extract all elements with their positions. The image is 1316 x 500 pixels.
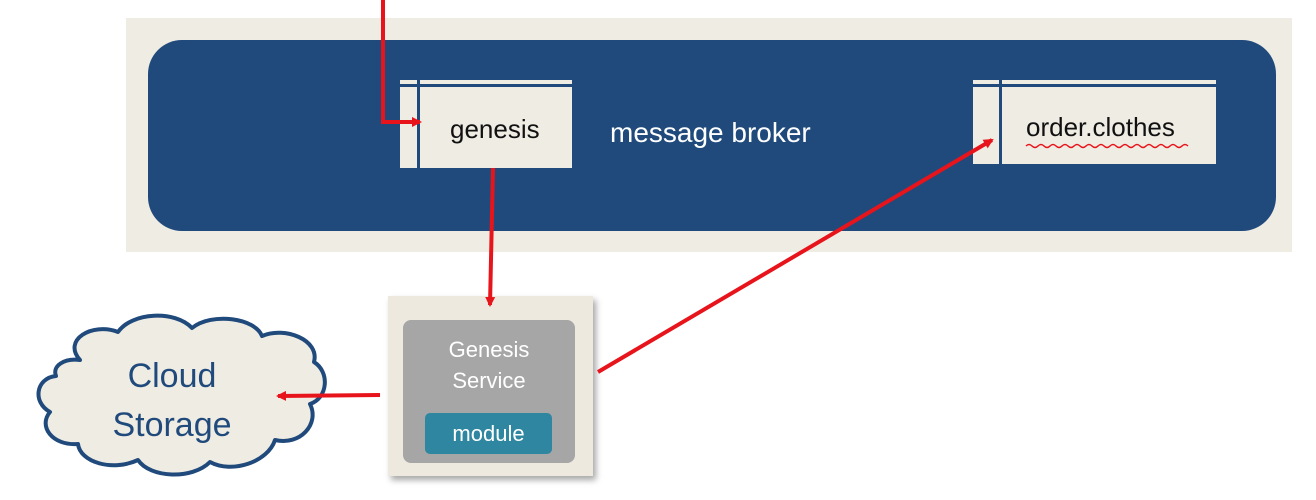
- queue-stripe: [400, 84, 572, 87]
- arrow-service-to-storage: [276, 390, 381, 401]
- cloud-icon: [36, 313, 327, 477]
- cloud-storage-line2: Storage: [112, 406, 232, 444]
- spellcheck-underline: [1025, 143, 1189, 149]
- cloud-storage-label: Cloud Storage: [72, 352, 272, 450]
- arrow-incoming-genesis: [381, 0, 422, 127]
- service-title-line2: Service: [452, 368, 526, 393]
- arrow-service-to-order-clothes: [596, 138, 994, 374]
- queue-stripe: [973, 84, 1216, 87]
- queue-divider: [999, 80, 1002, 164]
- queue-order-clothes-label: order.clothes: [1026, 112, 1175, 142]
- service-title-line1: Genesis: [448, 337, 530, 362]
- module-button[interactable]: module: [425, 413, 552, 454]
- service-title: Genesis Service: [403, 334, 575, 396]
- queue-order-clothes[interactable]: order.clothes: [973, 80, 1216, 164]
- cloud-storage-line1: Cloud: [127, 357, 217, 395]
- arrow-genesis-to-service: [485, 167, 496, 307]
- broker-label: message broker: [610, 117, 811, 148]
- queue-genesis-label: genesis: [450, 114, 540, 144]
